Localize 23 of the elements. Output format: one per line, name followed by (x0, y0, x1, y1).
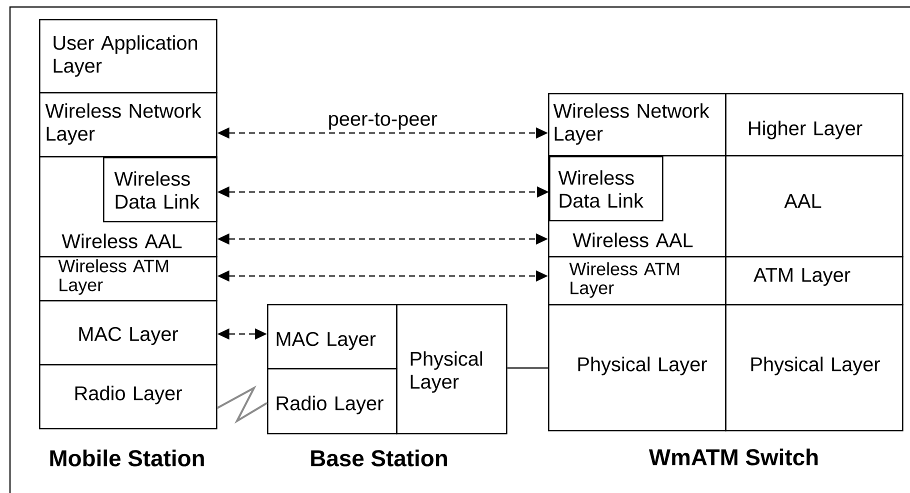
layer-box: ATM Layer (725, 256, 904, 306)
station-caption: WmATM Switch (648, 448, 818, 466)
station-caption: Base Station (311, 450, 447, 466)
layer-box: Physical Layer (725, 304, 904, 432)
layer-box: Higher Layer (725, 93, 904, 156)
layer-box: MAC Layer (39, 300, 218, 366)
layer-box: AAL (725, 155, 904, 258)
layer-box: User Application Layer (39, 19, 218, 94)
layer-box: Wireless Network Layer (39, 92, 218, 158)
layer-box: Physical Layer (396, 304, 508, 434)
layer-box: Wireless Data Link (103, 157, 218, 222)
layer-box: Physical Layer (548, 304, 726, 432)
edge-label: peer-to-peer (326, 112, 438, 131)
station-caption: Mobile Station (50, 450, 204, 466)
radio-link (216, 386, 268, 424)
layer-box: Radio Layer (39, 364, 218, 430)
layer-box: Radio Layer (267, 368, 398, 434)
layer-box: Wireless Data Link (549, 156, 664, 222)
layer-box: MAC Layer (267, 304, 398, 370)
layer-box: Wireless ATM Layer (548, 256, 726, 306)
connector-line (507, 367, 548, 369)
layer-box: Wireless Network Layer (548, 93, 726, 156)
layer-box: Wireless ATM Layer (39, 256, 218, 302)
